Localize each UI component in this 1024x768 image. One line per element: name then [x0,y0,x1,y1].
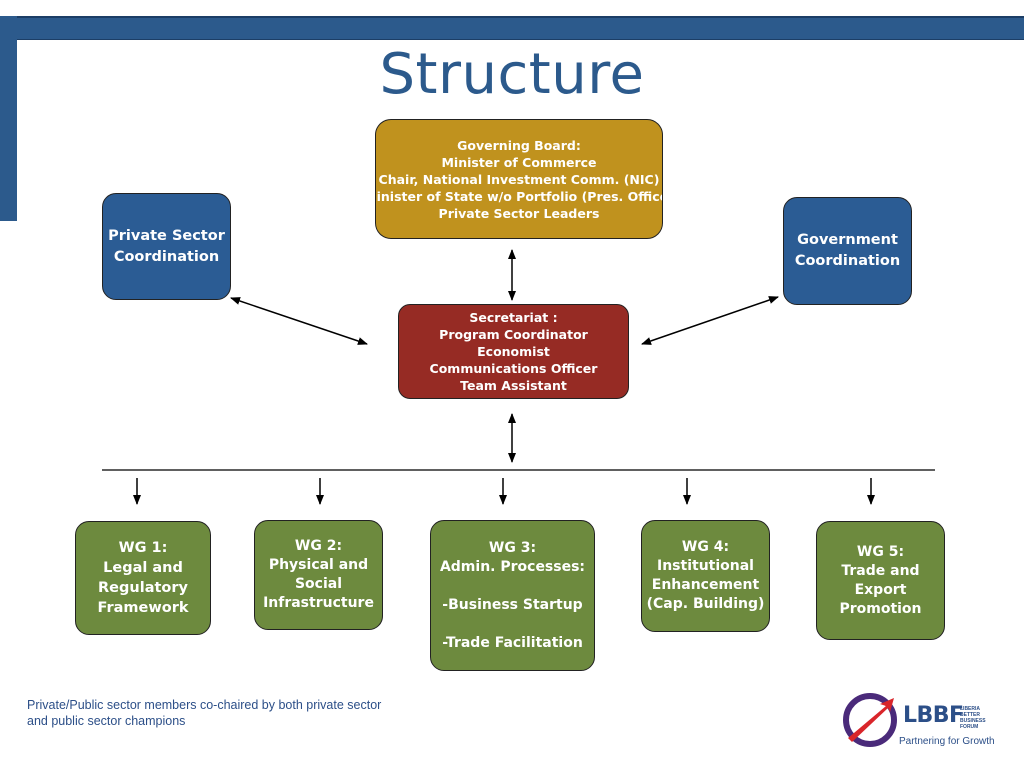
secretariat-line: Secretariat : [469,310,558,325]
board-line: Chair, National Investment Comm. (NIC) [378,171,660,187]
wg4-line: WG 4: [681,539,730,555]
lbbf-logo-icon [843,693,897,747]
wg1-line: Regulatory [98,580,188,596]
wg2-line: Infrastructure [263,595,374,611]
secretariat-box: Secretariat : Program Coordinator Econom… [398,304,629,399]
side-accent-bar [0,16,17,221]
logo-wordmark: LBBF [903,703,964,728]
working-group-5-box: WG 5: Trade and Export Promotion [816,521,945,640]
slide-title: Structure [379,42,645,107]
wg5-line: WG 5: [856,543,905,560]
logo-tagline: Partnering for Growth [899,736,995,747]
wg5-line: Trade and [841,562,920,579]
logo-subtext-line: FORUM [960,724,979,730]
top-banner-bar [0,16,1024,40]
logo-subtext-line: BUSINESS [960,718,986,724]
footnote-text: Private/Public sector members co-chaired… [27,698,382,728]
wg1-line: Legal and [103,560,183,576]
wg3-line: -Business Startup [442,596,583,613]
government-line: Government [797,232,898,248]
government-coordination-box: Government Coordination [783,197,912,305]
wg4-line: Enhancement [651,577,760,593]
secretariat-line: Team Assistant [460,378,567,393]
board-line: Minister of State w/o Portfolio (Pres. O… [375,188,663,204]
board-line: Governing Board: [457,137,581,153]
wg4-line: (Cap. Building) [646,596,765,612]
wg2-line: WG 2: [294,538,343,554]
wg2-line: Physical and [268,557,369,573]
working-group-4-box: WG 4: Institutional Enhancement (Cap. Bu… [641,520,770,632]
working-group-1-box: WG 1: Legal and Regulatory Framework [75,521,211,635]
government-secretariat-arrow [641,296,779,345]
private-sector-line: Coordination [113,248,220,265]
wg1-line: Framework [97,600,189,616]
wg3-line: WG 3: [488,539,537,556]
wg3-line: -Trade Facilitation [442,634,583,651]
secretariat-line: Economist [477,344,550,359]
logo-subtext-line: LIBERIA [960,706,980,712]
private-sector-line: Private Sector [108,227,225,244]
wg5-line: Promotion [839,600,922,617]
board-line: Minister of Commerce [441,154,597,170]
private-secretariat-arrow [230,297,368,345]
wg4-line: Institutional [657,558,754,574]
logo-subtext-line: BETTER [960,712,980,718]
wg2-line: Social [294,576,343,592]
private-sector-coordination-box: Private Sector Coordination [102,193,231,300]
governing-board-box: Governing Board: Minister of Commerce Ch… [375,119,663,239]
working-group-3-box: WG 3: Admin. Processes: -Business Startu… [430,520,595,671]
working-group-2-box: WG 2: Physical and Social Infrastructure [254,520,383,630]
wg1-line: WG 1: [118,540,168,556]
government-line: Coordination [794,253,901,269]
wg5-line: Export [854,581,907,598]
board-line: Private Sector Leaders [438,205,600,221]
wg3-line: Admin. Processes: [439,558,586,575]
logo-subtext: LIBERIA BETTER BUSINESS FORUM [960,706,986,730]
secretariat-line: Program Coordinator [439,327,588,342]
secretariat-line: Communications Officer [429,361,598,376]
